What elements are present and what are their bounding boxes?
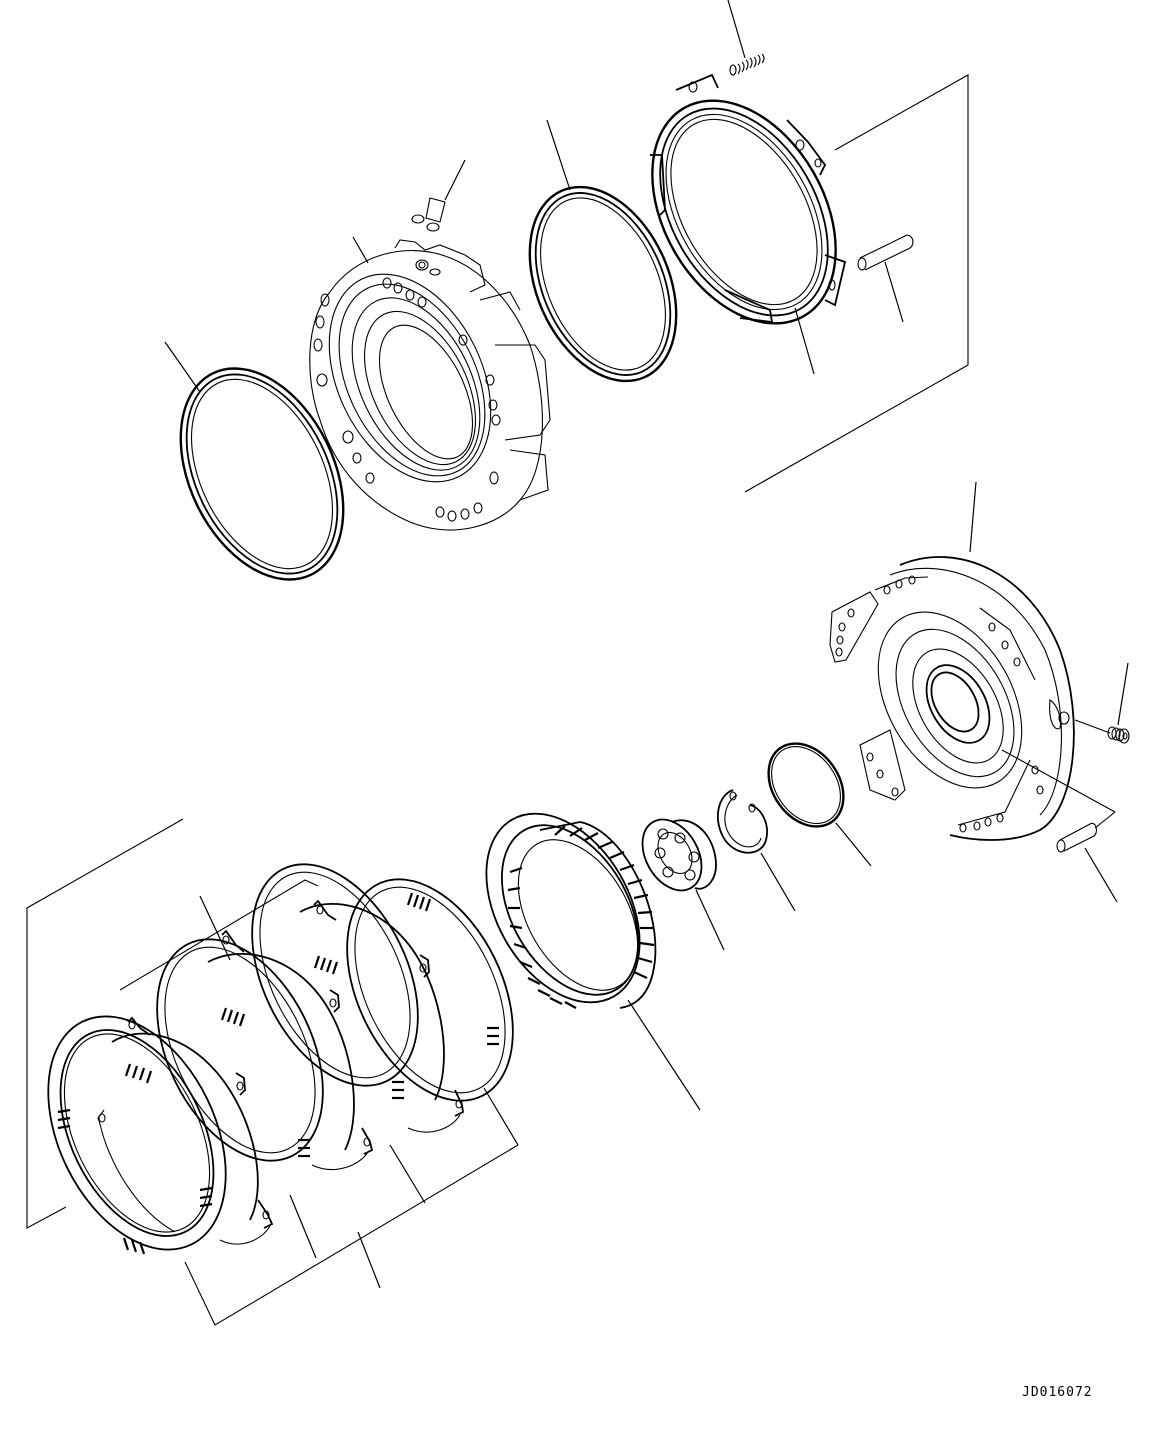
gear-teeth: [507, 825, 655, 1009]
upper-group-bracket: [744, 74, 969, 493]
clutch-disc-pack: [47, 863, 514, 1255]
friction-disc-4: [346, 878, 514, 1102]
snap-ring: [717, 789, 796, 912]
friction-disc-front: [47, 1015, 227, 1255]
separator-plate-2: [207, 929, 374, 1170]
o-ring-large-left: [164, 341, 345, 581]
housing-carrier: [309, 236, 551, 531]
dowel-pin-upper: [857, 234, 914, 323]
ball-bearing: [641, 818, 725, 951]
plug-screw: [1074, 662, 1130, 744]
clutch-pack-bracket: [26, 818, 519, 1326]
o-ring-small: [767, 742, 872, 867]
friction-disc-3: [251, 863, 419, 1100]
ring-gear: [485, 812, 701, 1111]
spring: [727, 0, 765, 76]
plug-and-o-rings: [411, 159, 466, 232]
piston-plate: [650, 73, 847, 375]
separator-plate-3: [299, 899, 464, 1133]
piston-housing-assembly: [829, 481, 1116, 841]
seal-ring-middle: [528, 119, 678, 383]
friction-disc-2: [156, 938, 324, 1162]
separator-plate-1: [111, 1016, 274, 1245]
dowel-pin-lower: [1056, 822, 1118, 903]
drawing-id-label: JD016072: [1022, 1385, 1093, 1400]
